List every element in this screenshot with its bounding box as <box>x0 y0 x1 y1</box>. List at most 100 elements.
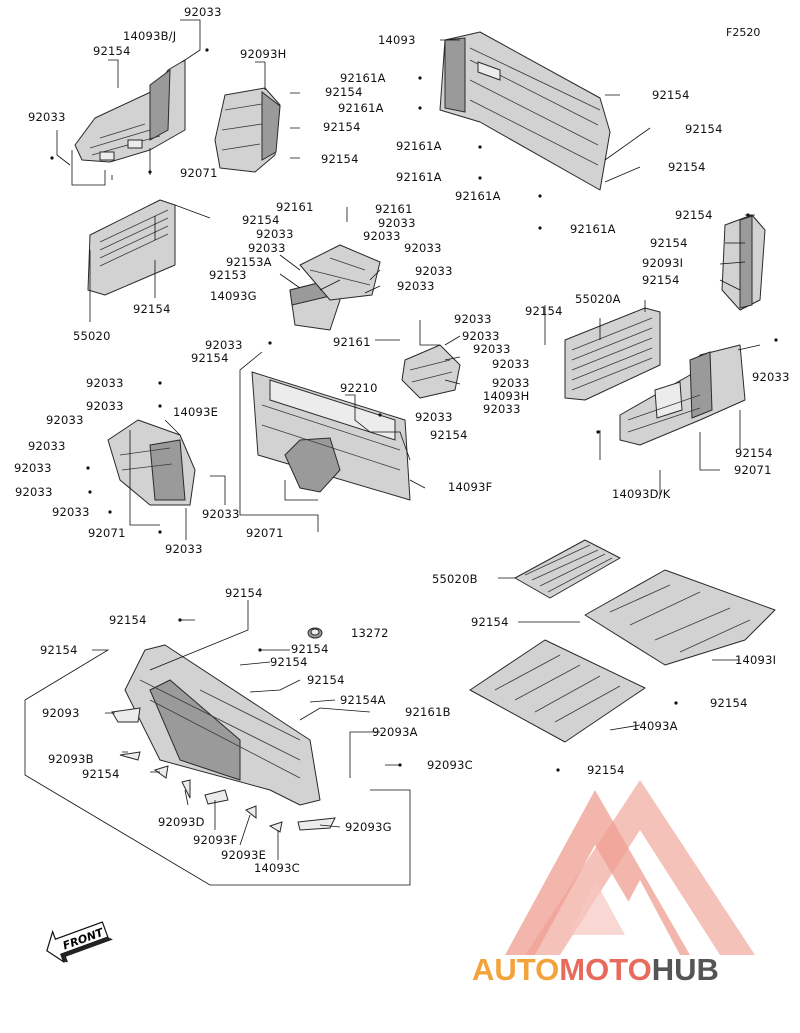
label-92154-y: 92154 <box>307 673 345 687</box>
label-14093d-k: 14093D/K <box>612 487 671 501</box>
label-92033-t: 92033 <box>46 413 84 427</box>
label-92093d: 92093G <box>345 820 392 834</box>
label-92033-n: 92033 <box>492 376 530 390</box>
label-92154-r: 92154 <box>710 696 748 710</box>
part-grommet-13272 <box>307 627 323 639</box>
part-guard-92093h <box>214 87 281 173</box>
label-92033-v: 92033 <box>28 439 66 453</box>
label-92093e: 14093C <box>254 861 300 875</box>
label-92161a-d: 92161A <box>396 170 442 184</box>
label-92154-aa: 92093C <box>427 758 473 772</box>
label-92071-b: 92071 <box>88 526 126 540</box>
watermark-auto: AUTO <box>472 952 559 987</box>
label-92033-g: 92033 <box>404 241 442 255</box>
part-center-panel-14093f <box>251 371 411 501</box>
part-side-tunnel-14093dk <box>619 344 746 446</box>
label-14093e: 14093E <box>173 405 218 419</box>
label-92033-s: 92033 <box>86 399 124 413</box>
label-92154-t: 92154 <box>225 586 263 600</box>
label-92161-c: 92161 <box>333 335 371 349</box>
label-92033-z: 92033 <box>202 507 240 521</box>
label-92033-y: 92033 <box>52 505 90 519</box>
part-mat-55020 <box>87 199 176 296</box>
label-14093h: 14093H <box>483 389 529 403</box>
part-wall-14093e <box>107 419 196 506</box>
figure-code: F2520 <box>726 26 760 39</box>
label-92154-d: 92154 <box>321 152 359 166</box>
label-92093i: 92093I <box>642 256 683 270</box>
label-13272: 13272 <box>351 626 389 640</box>
watermark-logo <box>505 780 755 955</box>
label-92093a: 92093B <box>48 752 94 766</box>
label-92033-d: 92033 <box>256 227 294 241</box>
label-92210: 92210 <box>340 381 378 395</box>
label-92154-i: 92154 <box>650 236 688 250</box>
label-92033-k: 92033 <box>462 329 500 343</box>
label-92093g: 92093F <box>193 833 237 847</box>
leader-lines <box>24 19 761 886</box>
label-92154-z: 92154A <box>340 693 386 707</box>
label-92154-e: 92154 <box>652 88 690 102</box>
label-92161-a: 92161 <box>276 200 314 214</box>
part-floor-14093i <box>584 569 776 666</box>
label-92154-g: 92154 <box>668 160 706 174</box>
label-92033-e: 92033 <box>363 229 401 243</box>
label-92153a: 92153A <box>226 255 272 269</box>
label-92093h: 92093H <box>240 47 286 61</box>
label-92154-s: 92154 <box>587 763 625 777</box>
watermark-moto: MOTO <box>559 952 651 987</box>
front-arrow-icon: FRONT <box>46 921 113 964</box>
label-92033-w: 92033 <box>14 461 52 475</box>
label-92154-o: 92154 <box>430 428 468 442</box>
label-92154-a: 92154 <box>93 44 131 58</box>
label-92161a-e: 92161A <box>455 189 501 203</box>
label-92033-j: 92033 <box>454 312 492 326</box>
watermark-hub: HUB <box>652 952 719 987</box>
label-92154-l: 92154 <box>133 302 171 316</box>
label-92093b: 92154 <box>82 767 120 781</box>
part-rear-panel-14093 <box>439 31 611 191</box>
part-floor-14093a <box>469 639 646 743</box>
label-92154-j: 92154 <box>642 273 680 287</box>
label-92033-l: 92033 <box>473 342 511 356</box>
label-14093a: 14093A <box>632 719 678 733</box>
label-14093f: 14093F <box>448 480 492 494</box>
label-92093c: 92093D <box>158 815 205 829</box>
label-92154-k: 92154 <box>242 213 280 227</box>
label-92154a: 92161B <box>405 705 451 719</box>
watermark-text: AUTOMOTOHUB <box>472 952 719 987</box>
label-92154-m: 92154 <box>525 304 563 318</box>
label-92161a-b: 92161A <box>338 101 384 115</box>
part-labels: 92033 14093B/J 92154 92033 92071 92093H … <box>14 5 789 875</box>
leader-dots <box>50 48 778 772</box>
label-92033-r: 92033 <box>86 376 124 390</box>
label-92154-c: 92154 <box>323 120 361 134</box>
label-92033-f: 92033 <box>248 241 286 255</box>
label-92093: 92093 <box>42 706 80 720</box>
label-92161b: 92093A <box>372 725 418 739</box>
label-92161a-f: 92161A <box>570 222 616 236</box>
label-92154-n: 92154 <box>191 351 229 365</box>
part-small-brackets <box>111 707 336 833</box>
label-55020b: 55020B <box>432 572 478 586</box>
label-92071-a: 92071 <box>180 166 218 180</box>
part-mat-55020a <box>564 307 661 401</box>
label-92154-b: 92154 <box>325 85 363 99</box>
label-92154-v: 92154 <box>40 643 78 657</box>
label-92161a-c: 92161A <box>396 139 442 153</box>
label-92033-a: 92033 <box>184 5 222 19</box>
part-bracket-14093h <box>401 344 461 399</box>
label-14093g: 14093G <box>210 289 257 303</box>
label-92161-b: 92161 <box>375 202 413 216</box>
label-14093: 14093 <box>378 33 416 47</box>
label-92161a-a: 92161A <box>340 71 386 85</box>
label-92153: 92153 <box>209 268 247 282</box>
part-front-floor-14093c <box>124 644 321 806</box>
label-92154-w: 92154 <box>291 642 329 656</box>
label-92033-m: 92033 <box>492 357 530 371</box>
part-side-panel-left-upper <box>74 59 186 163</box>
label-92033-h: 92033 <box>415 264 453 278</box>
label-92071-d: 92071 <box>734 463 772 477</box>
